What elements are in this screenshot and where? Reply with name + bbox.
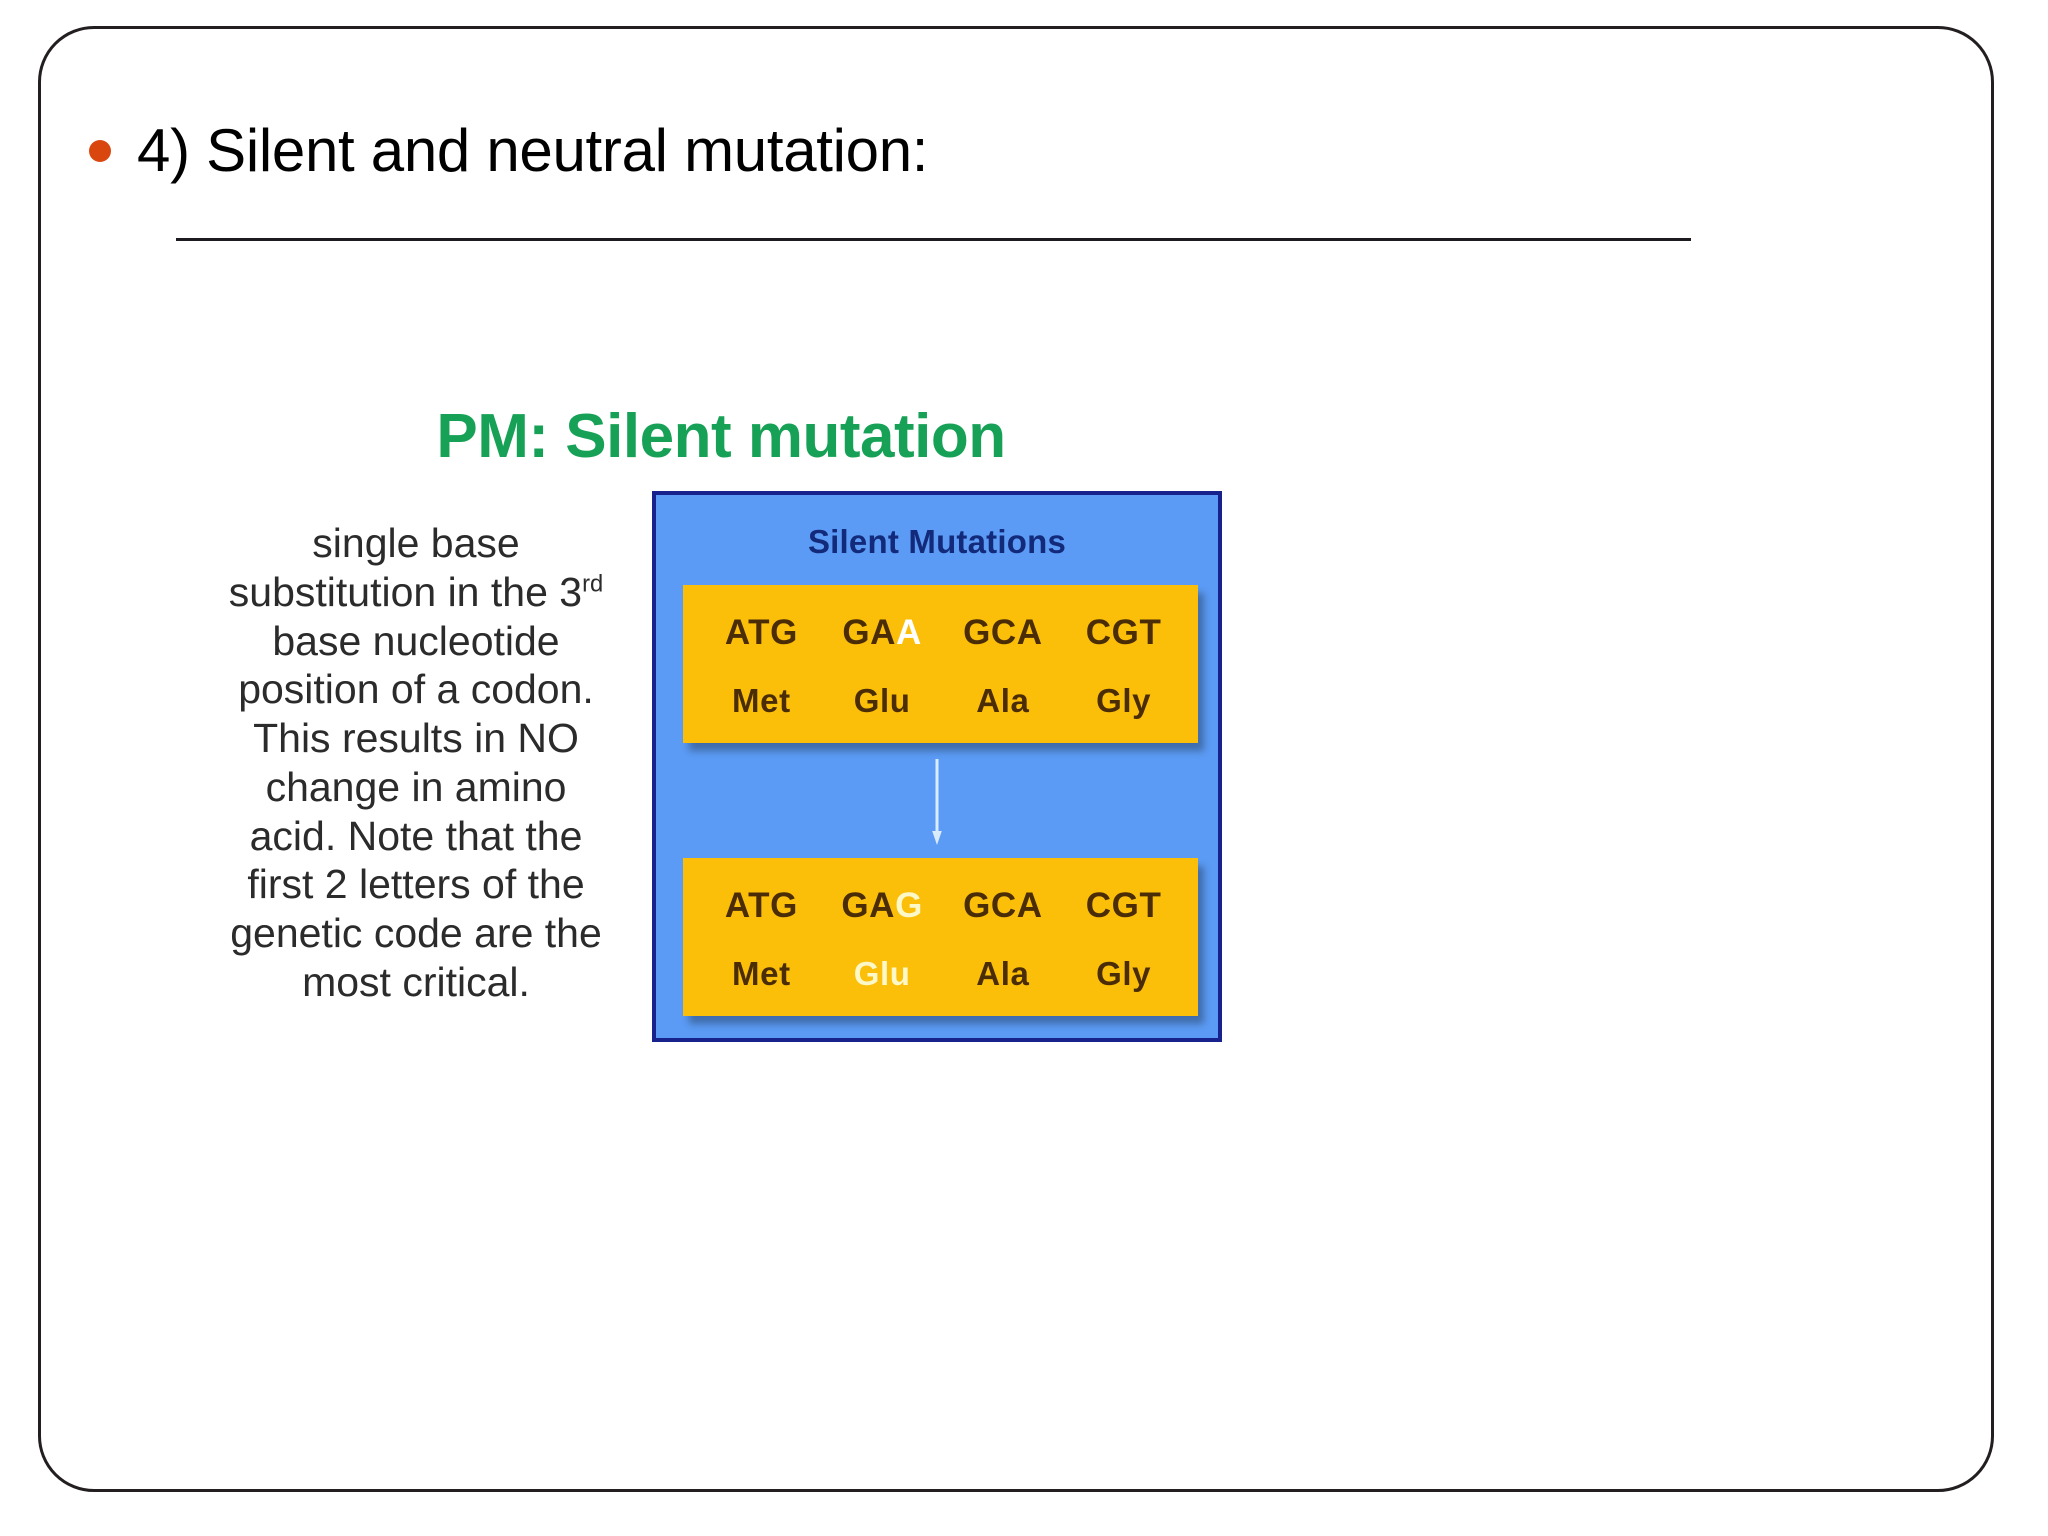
- diagram-title: Silent Mutations: [807, 523, 1067, 560]
- mutated-base: G: [895, 886, 923, 925]
- slide-heading-row: 4) Silent and neutral mutation:: [89, 119, 928, 182]
- amino-acid-row-after: Met Glu Ala Gly: [701, 955, 1184, 993]
- down-arrow-icon: [932, 759, 942, 845]
- mutated-base: A: [896, 613, 922, 652]
- desc-line-4: position of a codon.: [238, 666, 594, 713]
- amino-acid-cell-highlighted: Glu: [853, 955, 911, 992]
- codon-prefix: GA: [842, 613, 897, 652]
- amino-acid-row-before: Met Glu Ala Gly: [701, 682, 1184, 720]
- amino-acid-cell: Ala: [976, 682, 1030, 719]
- codon-prefix: GA: [841, 886, 896, 925]
- codon-cell-mutated: GAA: [822, 613, 943, 653]
- amino-acid-cell: Ala: [976, 955, 1030, 992]
- codon-cell: ATG: [724, 886, 798, 925]
- codon-cell: ATG: [724, 613, 798, 652]
- desc-line-3: base nucleotide: [272, 617, 560, 664]
- codon-cell: CGT: [1085, 886, 1162, 925]
- content-area: single base substitution in the 3rd base…: [41, 459, 1997, 1119]
- desc-line-8: first 2 letters of the: [247, 861, 585, 908]
- description-text: single base substitution in the 3rd base…: [181, 519, 651, 1007]
- codon-box-after: ATG GAG GCA CGT Met Glu Ala Gly: [683, 858, 1198, 1016]
- silent-mutation-diagram: Silent Mutations ATG GAA GCA CGT Met Glu…: [652, 491, 1222, 1042]
- desc-line-9: genetic code are the: [230, 910, 602, 957]
- codon-box-before: ATG GAA GCA CGT Met Glu Ala Gly: [683, 585, 1198, 743]
- ordinal-suffix: rd: [582, 570, 604, 598]
- desc-line-2: substitution in the 3: [228, 568, 583, 615]
- desc-line-10: most critical.: [302, 959, 530, 1006]
- amino-acid-cell: Met: [732, 682, 791, 719]
- codon-cell-mutated: GAG: [822, 886, 943, 926]
- desc-line-5: This results in NO: [253, 715, 579, 762]
- nucleotide-row-after: ATG GAG GCA CGT: [701, 886, 1184, 926]
- codon-cell: GCA: [963, 613, 1043, 652]
- nucleotide-row-before: ATG GAA GCA CGT: [701, 613, 1184, 653]
- desc-line-1: single base: [312, 520, 520, 566]
- horizontal-divider: [176, 238, 1691, 241]
- section-heading: PM: Silent mutation: [436, 402, 1006, 471]
- desc-line-7: acid. Note that the: [249, 812, 583, 859]
- codon-cell: CGT: [1085, 613, 1162, 652]
- desc-line-6: change in amino: [265, 763, 567, 810]
- amino-acid-cell: Gly: [1096, 682, 1152, 719]
- amino-acid-cell: Met: [732, 955, 791, 992]
- bullet-dot-icon: [89, 139, 111, 162]
- amino-acid-cell: Glu: [853, 682, 911, 719]
- page-title: 4) Silent and neutral mutation:: [137, 117, 929, 184]
- slide-frame: 4) Silent and neutral mutation: PM: Sile…: [38, 26, 1994, 1492]
- codon-cell: GCA: [963, 886, 1043, 925]
- amino-acid-cell: Gly: [1096, 955, 1152, 992]
